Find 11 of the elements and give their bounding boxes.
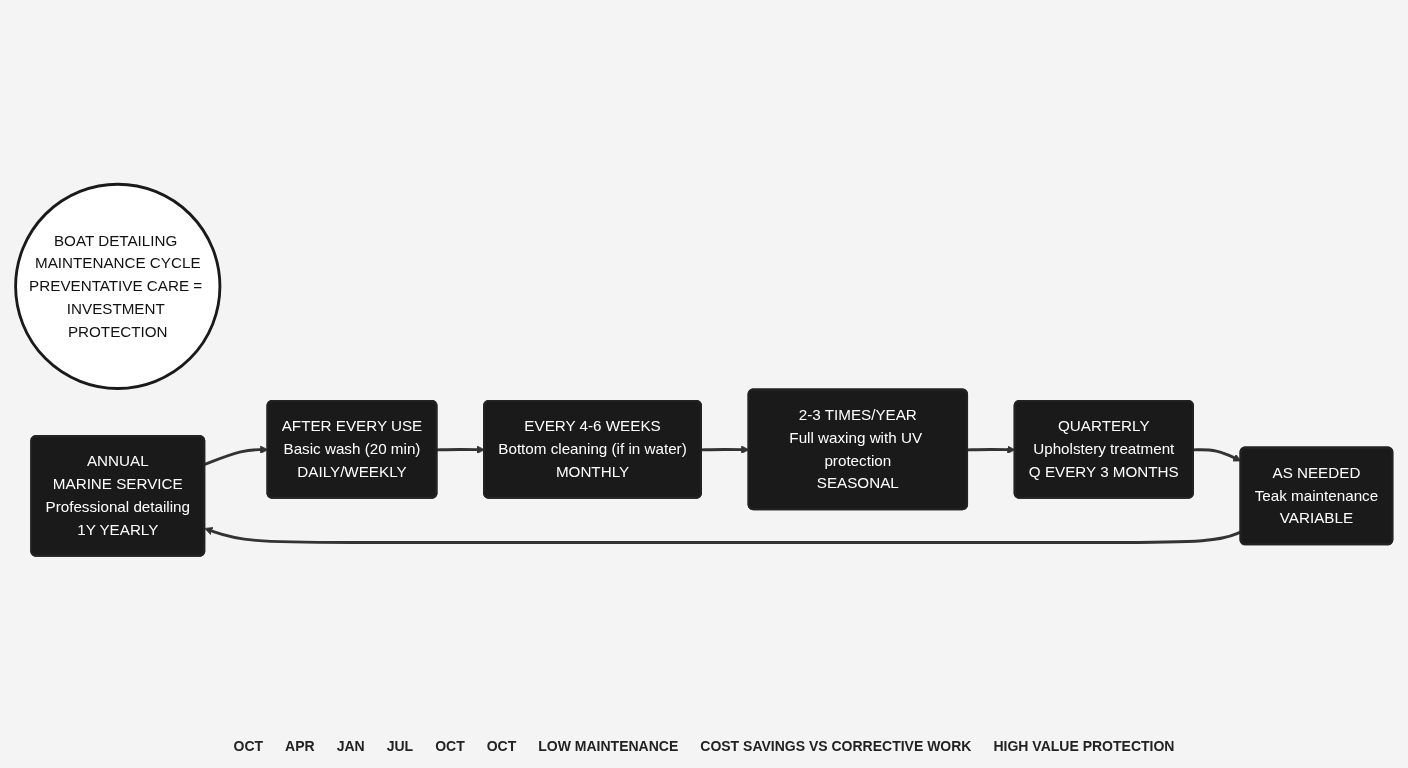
- arrow: [436, 445, 485, 454]
- scale-label: JAN: [336, 738, 365, 754]
- scale-label: OCT: [435, 738, 465, 754]
- scale-label: HIGH VALUE PROTECTION: [993, 738, 1175, 754]
- scale-label: JUL: [386, 738, 414, 754]
- scale-label: OCT: [233, 738, 264, 754]
- scale-label: LOW MAINTENANCE: [538, 738, 679, 754]
- scale-label: APR: [285, 738, 315, 754]
- scale-label: OCT: [486, 738, 517, 754]
- scale-label: COST SAVINGS VS CORRECTIVE WORK: [700, 738, 972, 754]
- node-circle: BOAT DETAILING MAINTENANCE CYCLE PREVENTATIVE CARE = INVESTMENT PROTECTION: [14, 182, 222, 390]
